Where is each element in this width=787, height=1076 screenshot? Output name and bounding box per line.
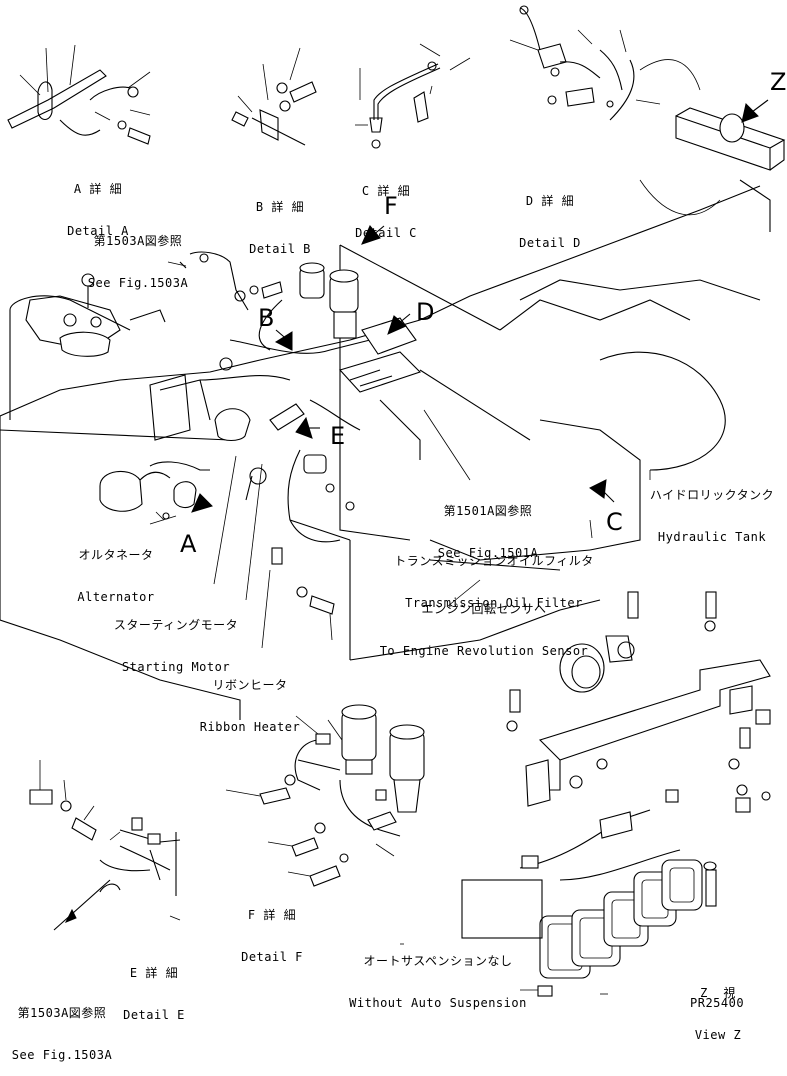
- detail-d-drawing: [509, 5, 701, 121]
- ribbon-heater-label: リボンヒータ Ribbon Heater: [200, 650, 300, 748]
- detail-c-jp: C 詳 細: [361, 184, 411, 198]
- detail-a-label: A 詳 細 Detail A: [67, 154, 129, 252]
- callout-arrows: [191, 99, 769, 513]
- transmission-oil-filter-en: Transmission Oil Filter: [405, 596, 583, 610]
- arrow-z: [741, 103, 759, 123]
- see-fig-1503a-top: 第1503A図参照 See Fig.1503A: [88, 206, 188, 304]
- hydraulic-tank-jp: ハイドロリックタンク: [649, 488, 775, 502]
- starting-motor-en: Starting Motor: [121, 660, 231, 674]
- detail-e-drawing: [29, 760, 181, 931]
- detail-e-en: Detail E: [123, 1008, 185, 1022]
- see-fig-1501a-en: See Fig.1501A: [437, 546, 539, 560]
- view-z-jp: Z 視: [700, 986, 736, 1000]
- ribbon-heater-jp: リボンヒータ: [212, 678, 288, 692]
- engine-revolution-sensor-jp: エンジン回転センサへ: [421, 602, 547, 616]
- detail-d-jp: D 詳 細: [525, 194, 575, 208]
- transmission-oil-filter-label: トランスミッションオイルフィルタ Transmission Oil Filter: [394, 526, 594, 624]
- detail-d-en: Detail D: [519, 236, 581, 250]
- engine-revolution-sensor-en: To Engine Revolution Sensor: [379, 644, 589, 658]
- detail-b-label: B 詳 細 Detail B: [249, 172, 311, 270]
- detail-f-label: F 詳 細 Detail F: [241, 880, 303, 978]
- see-fig-1503a-bottom-en: See Fig.1503A: [11, 1048, 113, 1062]
- callout-f: F: [384, 192, 398, 220]
- callout-a: A: [180, 530, 197, 558]
- see-fig-1501a: 第1501A図参照 See Fig.1501A: [438, 476, 538, 574]
- detail-a-jp: A 詳 細: [73, 182, 123, 196]
- left-upper-parts: [25, 251, 249, 357]
- callout-d: D: [416, 298, 435, 326]
- ribbon-heater-en: Ribbon Heater: [199, 720, 301, 734]
- detail-a-drawing: [7, 44, 151, 145]
- callout-b: B: [258, 304, 275, 332]
- hydraulic-tank-en: Hydraulic Tank: [657, 530, 767, 544]
- chassis-frame: [0, 185, 761, 720]
- callout-c: C: [606, 508, 623, 536]
- without-auto-suspension-en: Without Auto Suspension: [349, 996, 527, 1010]
- drawing-number: PR25400: [690, 996, 745, 1010]
- without-auto-suspension-jp: オートサスペンションなし: [363, 954, 513, 968]
- detail-e-label: E 詳 細 Detail E: [123, 938, 185, 1036]
- view-z-en: View Z: [694, 1028, 742, 1042]
- detail-c-en: Detail C: [355, 226, 417, 240]
- view-z-beam: [639, 107, 786, 232]
- hydraulic-tank-label: ハイドロリックタンク Hydraulic Tank: [650, 460, 774, 558]
- detail-d-label: D 詳 細 Detail D: [519, 166, 581, 264]
- alternator-label: オルタネータ Alternator: [77, 520, 154, 618]
- detail-b-jp: B 詳 細: [255, 200, 305, 214]
- leader-lines: [149, 261, 651, 945]
- callout-z: Z: [770, 68, 787, 96]
- see-fig-1503a-bottom-jp: 第1503A図参照: [17, 1006, 107, 1020]
- view-z-drawing: [461, 591, 771, 997]
- see-fig-1503a-top-jp: 第1503A図参照: [93, 234, 183, 248]
- starting-motor-label: スターティングモータ Starting Motor: [114, 590, 238, 688]
- transmission-oil-filter-jp: トランスミッションオイルフィルタ: [394, 554, 594, 568]
- detail-f-drawing: [225, 704, 425, 887]
- detail-b-drawing: [231, 47, 317, 146]
- starting-motor-jp: スターティングモータ: [113, 618, 239, 632]
- detail-c-label: C 詳 細 Detail C: [355, 156, 417, 254]
- detail-b-en: Detail B: [249, 242, 311, 256]
- engine-revolution-sensor-label: エンジン回転センサへ To Engine Revolution Sensor: [380, 574, 589, 672]
- detail-e-jp: E 詳 細: [129, 966, 179, 980]
- detail-a-en: Detail A: [67, 224, 129, 238]
- arrow-a: [191, 493, 213, 513]
- callout-e: E: [330, 422, 346, 450]
- wiring-diagram: [0, 5, 786, 997]
- arrow-f: [361, 225, 381, 245]
- arrow-d: [387, 315, 407, 335]
- arrow-c: [589, 479, 607, 499]
- alternator-en: Alternator: [77, 590, 155, 604]
- alternator-drawing: [99, 461, 210, 521]
- see-fig-1503a-bottom: 第1503A図参照 See Fig.1503A: [12, 978, 112, 1076]
- without-auto-suspension-label: オートサスペンションなし Without Auto Suspension: [349, 926, 527, 1024]
- detail-f-jp: F 詳 細: [247, 908, 297, 922]
- detail-f-en: Detail F: [241, 950, 303, 964]
- detail-c-drawing: [355, 43, 471, 149]
- see-fig-1503a-top-en: See Fig.1503A: [87, 276, 189, 290]
- alternator-jp: オルタネータ: [78, 548, 154, 562]
- see-fig-1501a-jp: 第1501A図参照: [443, 504, 533, 518]
